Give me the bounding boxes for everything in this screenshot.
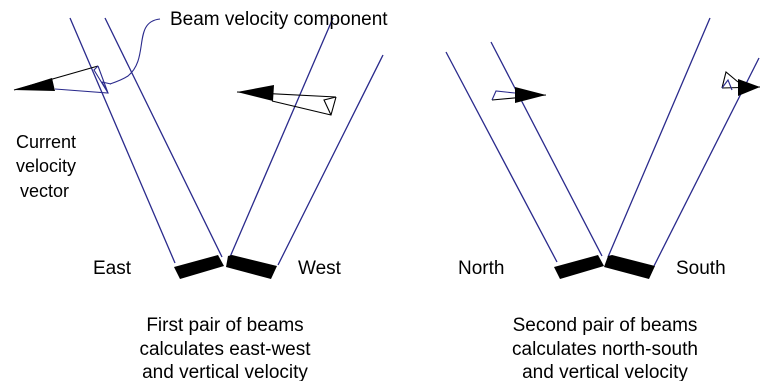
east-beam-line-outer (69, 17, 176, 264)
first-pair-caption-line-3: and vertical velocity (142, 362, 308, 381)
north-beam-line-outer (445, 51, 558, 263)
west-beam-line-inner (229, 17, 334, 258)
north-beam-line-inner (490, 41, 603, 257)
north-label: North (458, 258, 504, 279)
first-pair-caption-line-2: calculates east-west (139, 339, 311, 360)
first-pair-caption: First pair of beams calculates east-west… (139, 315, 311, 381)
current-velocity-vector-label-line-3: vector (20, 181, 69, 201)
second-pair-caption-line-1: Second pair of beams (513, 315, 698, 336)
south-beam-line-inner (607, 17, 711, 258)
west-beam-component-detail (323, 96, 337, 116)
west-velocity-arrowhead (237, 85, 274, 101)
second-pair-caption: Second pair of beams calculates north-so… (512, 315, 698, 381)
north-velocity-arrowhead (515, 87, 546, 103)
south-velocity-arrowhead (738, 79, 760, 96)
second-pair-caption-line-3: and vertical velocity (522, 362, 688, 381)
current-velocity-vector-label-line-1: Current (16, 132, 76, 152)
west-label: West (298, 258, 342, 279)
east-beam-component-detail (93, 65, 112, 94)
west-transducer (226, 255, 277, 279)
east-transducer (174, 255, 224, 279)
west-beam-line-outer (277, 54, 384, 266)
current-velocity-arrowhead (14, 78, 55, 91)
north-south-beam-pair (445, 17, 761, 279)
east-beam-line-inner (104, 17, 223, 258)
second-pair-caption-line-2: calculates north-south (512, 339, 698, 360)
north-beam-component-lines (491, 90, 516, 101)
current-velocity-vector-label: Current velocity vector (16, 132, 76, 201)
beam-component-callout-leader (109, 18, 161, 85)
beam-velocity-component-label: Beam velocity component (170, 9, 388, 30)
east-label: East (93, 258, 132, 279)
north-transducer (554, 255, 604, 279)
east-west-beam-pair (13, 17, 384, 279)
south-beam-component-detail (721, 78, 733, 91)
south-label: South (676, 258, 726, 279)
current-velocity-vector-label-line-2: velocity (16, 156, 76, 176)
south-beam-component-lines (721, 71, 739, 89)
first-pair-caption-line-1: First pair of beams (146, 315, 303, 336)
south-transducer (604, 255, 655, 279)
